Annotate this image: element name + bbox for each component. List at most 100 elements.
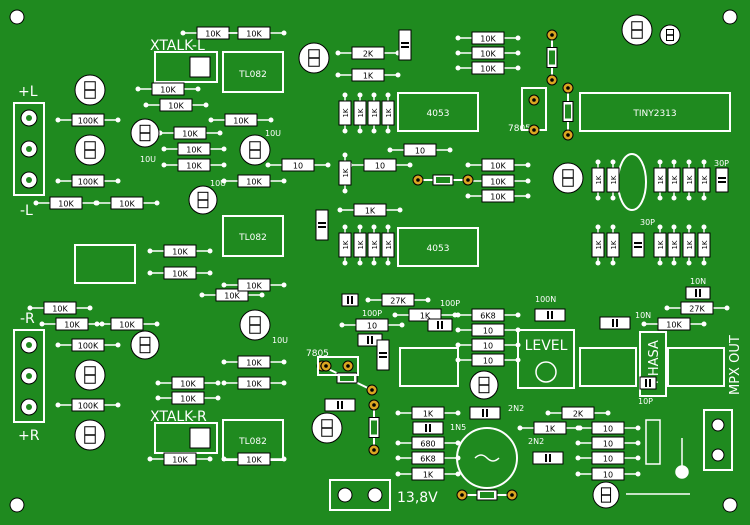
resistor-vertical: 1K	[338, 152, 352, 194]
mounting-holes	[9, 9, 738, 513]
resistor: 10K	[94, 317, 160, 331]
trimmer-level: LEVEL	[517, 329, 575, 389]
resistor: 1K	[395, 467, 461, 481]
capacitor: 2N2	[528, 437, 564, 465]
capacitor: 10P	[638, 376, 657, 406]
label-mpx-out: MPX OUT	[728, 335, 743, 395]
resistor: 10K	[155, 391, 221, 405]
resistor: 10K	[147, 266, 213, 280]
mounting-hole	[722, 9, 738, 25]
resistor-value: 10K	[58, 200, 74, 209]
resistor: 100K	[55, 398, 121, 412]
capacitor-value: 10N	[635, 311, 651, 320]
resistor-value: 10K	[246, 282, 262, 291]
resistor-value: 1K	[423, 410, 434, 419]
electrolytic-capacitor	[74, 74, 106, 106]
resistor-value: 1K	[671, 240, 679, 249]
resistor: 10K	[39, 317, 105, 331]
resistor: 10K	[161, 158, 227, 172]
capacitor: 10N	[685, 277, 711, 300]
resistor-value: 1K	[385, 240, 393, 249]
resistor-value: 2K	[363, 50, 374, 59]
resistor-value: 27K	[689, 305, 705, 314]
resistor-value: 10K	[666, 321, 682, 330]
trimmer-xtalk-r	[154, 422, 218, 454]
resistor: 10K	[199, 288, 265, 302]
solder-pad	[368, 444, 380, 456]
resistor-value: 10K	[480, 50, 496, 59]
resistor-value: 1K	[686, 240, 694, 249]
silkscreen-lines	[626, 419, 690, 495]
electrolytic-capacitor	[552, 162, 584, 194]
svg-text:TL082: TL082	[238, 437, 267, 447]
resistor-value: 1K	[420, 312, 431, 321]
resistor: 10K	[143, 98, 209, 112]
resistor-value: 100K	[78, 402, 99, 411]
electrolytic-capacitor	[592, 481, 620, 509]
resistor-value: 1K	[671, 175, 679, 184]
trimmer-xtalk-l	[154, 51, 218, 83]
jumper-link	[562, 88, 574, 135]
resistor-value: 1K	[595, 175, 603, 184]
resistor-vertical: 1K	[667, 159, 681, 201]
solder-pad	[462, 174, 474, 186]
mpx-out-connector	[703, 409, 733, 471]
resistor: 10K	[208, 113, 274, 127]
capacitor: 30P	[714, 159, 729, 193]
resistor: 10K	[221, 376, 287, 390]
resistor-value: 10K	[186, 146, 202, 155]
resistor: 10K	[221, 278, 287, 292]
resistor: 2K	[335, 46, 401, 60]
resistor: 10	[575, 421, 641, 435]
resistor: 100K	[55, 113, 121, 127]
resistor: 10K	[221, 355, 287, 369]
mounting-hole	[9, 497, 25, 513]
capacitor-value: 2N2	[528, 437, 544, 446]
mounting-hole	[722, 497, 738, 513]
capacitor-value: 30P	[640, 218, 655, 227]
resistor-value: 100K	[78, 342, 99, 351]
capacitor	[398, 29, 412, 61]
resistor-vertical: 1K	[353, 92, 367, 134]
resistor-value: 1K	[385, 108, 393, 117]
resistor: 100K	[55, 174, 121, 188]
resistor-value: 10K	[246, 178, 262, 187]
solder-pad	[546, 29, 558, 41]
resistor: 1K	[337, 203, 403, 217]
label-minus-l: -L	[20, 203, 33, 219]
resistor: 10K	[135, 82, 201, 96]
label-minus-r: -R	[20, 311, 35, 327]
capacitor-value: 10P	[638, 397, 653, 406]
resistor-value: 10K	[172, 456, 188, 465]
resistor: 10K	[155, 376, 221, 390]
capacitor: 100P	[427, 299, 460, 332]
jumper-link	[546, 35, 558, 80]
ic-tl082-top: TL082	[222, 51, 284, 93]
resistor: 10	[575, 436, 641, 450]
label-regulator-top: 7805	[508, 124, 531, 134]
resistor-value: 10K	[205, 30, 221, 39]
resistor-value: 10	[367, 322, 377, 331]
resistor-value: 10	[293, 162, 303, 171]
ic-4053-top: 4053	[397, 92, 479, 132]
resistor-vertical: 1K	[338, 92, 352, 134]
jumper-link	[321, 365, 373, 391]
capacitor: 10N	[599, 311, 651, 330]
resistor: 1K	[395, 406, 461, 420]
resistor-vertical: 1K	[667, 224, 681, 266]
resistor: 10K	[147, 244, 213, 258]
electrolytic-capacitor	[311, 412, 343, 444]
resistor-vertical: 1K	[653, 224, 667, 266]
resistor-value: 10K	[168, 102, 184, 111]
pad-layer	[316, 29, 574, 501]
resistor: 10K	[27, 301, 93, 315]
capacitor-value: 100P	[440, 299, 460, 308]
resistor-vertical: 1K	[381, 224, 395, 266]
label-xtalk-r: XTALK-R	[150, 409, 207, 425]
capacitor-value: 10U	[140, 155, 156, 164]
capacitor-value: 10N	[690, 277, 706, 286]
resistor: 10	[265, 158, 331, 172]
capacitor	[315, 209, 329, 241]
solder-pad	[562, 82, 574, 94]
